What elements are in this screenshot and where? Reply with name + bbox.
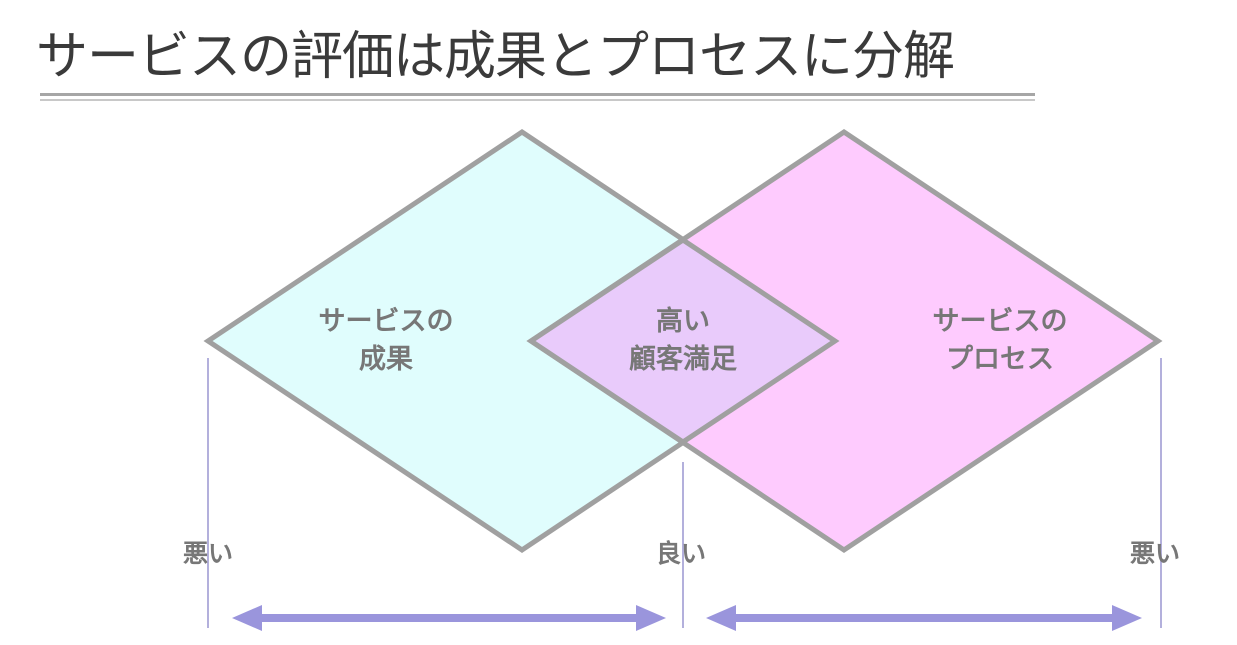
outcome-label-line1: サービスの [319, 306, 454, 337]
process-label-line2: プロセス [946, 344, 1054, 375]
axis-label-good: 良い [656, 539, 706, 568]
axis-label-bad-left: 悪い [183, 539, 233, 568]
process-label-line1: サービスの [933, 306, 1068, 337]
title-underline [40, 93, 1035, 96]
process-range-arrow [706, 605, 1142, 631]
outcome-label-line2: 成果 [359, 344, 413, 375]
overlap-label-line1: 高い [656, 305, 710, 337]
overlap-diamond [526, 236, 840, 446]
page-title: サービスの評価は成果とプロセスに分解 [36, 27, 955, 87]
outcome-range-arrow [232, 605, 666, 631]
title-underline-secondary [40, 99, 1035, 101]
overlap-label-line2: 顧客満足 [629, 343, 737, 375]
axis-label-bad-right: 悪い [1130, 539, 1180, 568]
